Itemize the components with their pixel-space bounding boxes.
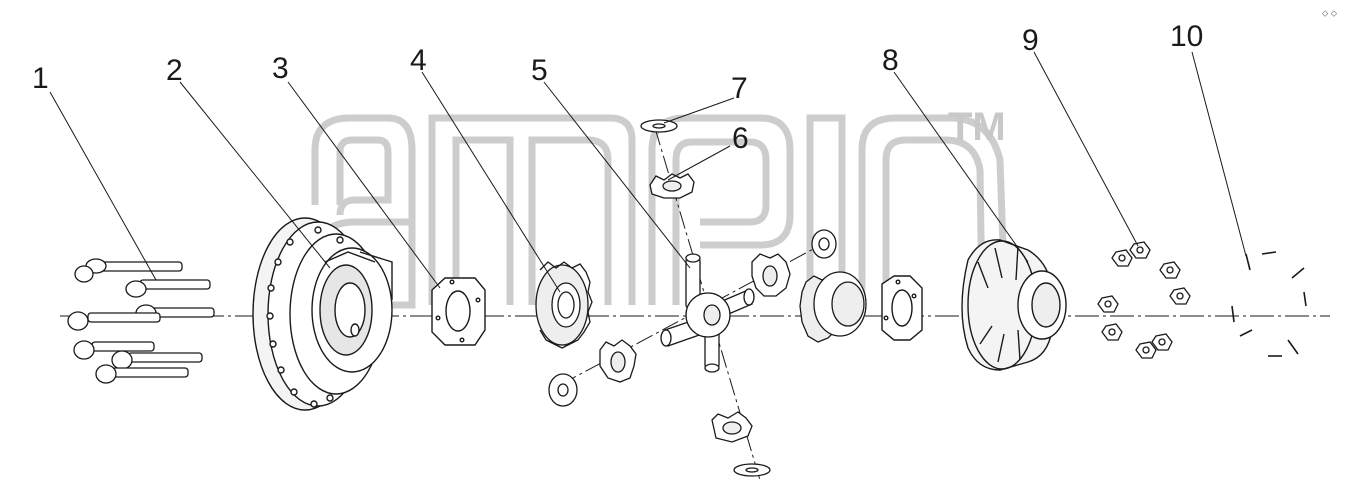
part-10-cotter-pins: [1232, 252, 1306, 356]
part-5-spider-cross: [661, 254, 754, 372]
leader-10: [1191, 51, 1247, 257]
callout-6: 6: [732, 122, 749, 155]
leader-8: [893, 71, 1029, 263]
part-4-side-gear: [536, 262, 592, 348]
leader-7: [663, 97, 735, 124]
leader-3: [287, 81, 441, 289]
leader-5: [543, 81, 691, 269]
callout-8: 8: [882, 44, 899, 77]
part-6-pinion-gear-top: [650, 174, 694, 198]
part-1-bolts: [68, 259, 214, 383]
watermark-trademark: TM: [948, 105, 1006, 149]
callout-10: 10: [1170, 20, 1203, 53]
leader-2: [179, 81, 331, 269]
corner-mark: ⬦ ⬦: [1322, 8, 1338, 18]
part-7-washer-left: [549, 374, 577, 406]
part-3-thrust-washer: [432, 278, 485, 345]
part-2-flange-housing: [253, 218, 392, 410]
bolt: [126, 280, 210, 297]
callout-2: 2: [166, 54, 183, 87]
leader-1: [49, 91, 157, 281]
nut: [1102, 324, 1122, 340]
bolt: [68, 312, 160, 330]
nut: [1136, 342, 1156, 358]
part-7-washer-top: [641, 120, 677, 132]
part-6-pinion-gear-left: [600, 340, 636, 382]
leader-6: [667, 145, 731, 181]
part-8-differential-case: [962, 240, 1066, 370]
nut: [1170, 288, 1190, 304]
nut: [1152, 334, 1172, 350]
callout-1: 1: [32, 62, 49, 95]
callout-9: 9: [1022, 24, 1039, 57]
leader-4: [421, 71, 561, 293]
part-6-pinion-gear-bottom: [712, 412, 752, 442]
nut: [1112, 250, 1132, 266]
nut: [1130, 242, 1150, 258]
leader-9: [1033, 51, 1139, 247]
callout-5: 5: [531, 54, 548, 87]
nut: [1160, 262, 1180, 278]
thrust-washer-right: [882, 276, 922, 340]
bolt: [112, 351, 202, 369]
nut: [1098, 296, 1118, 312]
callout-7: 7: [731, 72, 748, 105]
part-9-nuts: [1098, 242, 1190, 358]
side-gear-right: [800, 272, 866, 342]
part-7-washer-right: [812, 230, 836, 258]
leader-lines: [49, 51, 1247, 293]
bolt: [75, 259, 182, 282]
callout-4: 4: [410, 44, 427, 77]
flange-bolt-holes: [267, 227, 343, 407]
bolt: [96, 365, 188, 383]
callout-labels: 1 2 3 4 5 6 7 8 9 10: [32, 20, 1203, 155]
callout-3: 3: [272, 52, 289, 85]
part-6-pinion-gear-right: [752, 254, 790, 296]
part-7-washer-bottom: [734, 464, 770, 476]
